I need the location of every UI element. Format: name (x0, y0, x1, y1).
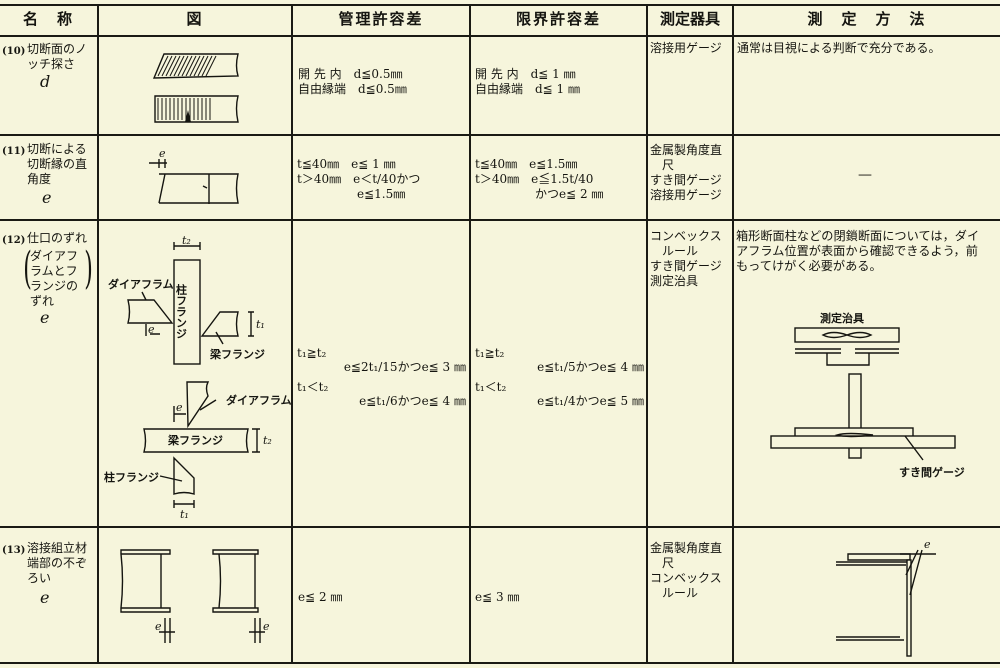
item-name-bracket: ( (23, 243, 32, 294)
e-label: e (155, 620, 162, 633)
edge-alignment-figure: e (836, 538, 936, 657)
notch-depth-figure (152, 53, 239, 123)
limit-tolerance: e≦ 3 ㎜ (475, 590, 520, 604)
item-name-bracket: ) (84, 243, 93, 294)
method: — (858, 167, 872, 183)
gap-gauge-label: すき間ゲージ (899, 465, 965, 479)
t2-label: t₂ (263, 434, 272, 447)
column-flange-shape (173, 456, 195, 495)
e-label: e (924, 538, 931, 551)
row-number: (11) (2, 146, 26, 157)
col-divider (469, 4, 471, 664)
item-symbol: d (40, 72, 51, 91)
diaphragm-shape (186, 381, 210, 429)
control-tolerance: 開 先 内 d≦0.5㎜ 自由縁端 d≦0.5㎜ (298, 67, 407, 96)
limit-tolerance: 開 先 内 d≦ 1 ㎜ 自由縁端 d≦ 1 ㎜ (475, 67, 581, 96)
col-divider (732, 4, 734, 664)
row-number: (12) (2, 235, 26, 246)
control-condition: t₁≧t₂ t₁＜t₂ (297, 346, 329, 394)
e-label: e (159, 147, 166, 160)
header-instrument: 測定器具 (659, 10, 720, 28)
cut-squareness-figure: e (149, 147, 239, 204)
end-mismatch-figure: e e (120, 549, 270, 643)
col-divider (97, 4, 99, 664)
table-border-bottom (0, 662, 1000, 664)
row-divider (0, 219, 1000, 221)
item-name: 切断面のノ ッチ探さ (27, 42, 88, 71)
header-divider (0, 35, 1000, 37)
header-figure: 図 (186, 10, 204, 28)
header-limit-tolerance: 限界許容差 (515, 10, 601, 28)
instrument: 金属製角度直 尺 すき間ゲージ 溶接用ゲージ (650, 143, 723, 202)
diaphragm-shape (127, 299, 174, 324)
beam-flange-label: 梁フランジ (209, 347, 265, 361)
member-left (120, 549, 171, 613)
joint-misalignment-figure: t₂ 柱フランジ ダイアフラム e t₁ 梁フランジ ダイアフラム e 梁フラン… (104, 234, 292, 521)
item-name: 切断による 切断縁の直 角度 (27, 142, 88, 186)
jig-label: 測定治具 (820, 311, 864, 325)
instrument: コンベックス ルール すき間ゲージ 測定治具 (650, 229, 722, 288)
item-symbol: e (42, 188, 52, 207)
diaphragm-label: ダイアフラム (226, 393, 292, 407)
diaphragm-label: ダイアフラム (108, 277, 174, 291)
item-name-sub: ダイアフ ラムとフ ランジの ずれ (30, 249, 79, 308)
col-divider (291, 4, 293, 664)
item-symbol: e (40, 308, 50, 327)
e-label: e (176, 401, 183, 414)
limit-tolerance: t≦40㎜ e≦1.5㎜ t＞40㎜ e≦1.5t/40 かつe≦ 2 ㎜ (475, 157, 604, 201)
header-name: 名 称 (22, 10, 74, 28)
control-tolerance: t≦40㎜ e≦ 1 ㎜ t＞40㎜ e＜t/40かつ e≦1.5㎜ (297, 157, 421, 201)
member-right (212, 549, 259, 613)
item-name: 仕口のずれ (27, 231, 88, 245)
measuring-jig-figure: 測定治具 すき間ゲージ (770, 311, 965, 479)
control-tolerance: e≦ 2 ㎜ (298, 590, 343, 604)
item-name: 溶接組立材 端部の不ぞ ろい (27, 541, 88, 585)
beam-flange-label: 梁フランジ (167, 433, 223, 447)
item-symbol: e (40, 588, 50, 607)
method: 箱形断面柱などの閉鎖断面については，ダイ アフラム位置が表面から確認できるよう，… (736, 229, 980, 273)
row-number: (13) (2, 545, 26, 556)
control-tolerance: e≦2t₁/15かつe≦ 3 ㎜ e≦t₁/6かつe≦ 4 ㎜ (343, 360, 466, 408)
row-divider (0, 526, 1000, 528)
beam-flange-shape (200, 311, 239, 337)
column-flange-label: 柱フランジ (175, 283, 188, 339)
beam-flange (143, 428, 249, 453)
notch-mark (185, 110, 191, 122)
row-number: (10) (2, 46, 26, 57)
method: 通常は目視による判断で充分である。 (737, 41, 941, 55)
col-divider (646, 4, 648, 664)
limit-condition: t₁≧t₂ t₁＜t₂ (475, 346, 507, 394)
t1-label: t₁ (180, 508, 189, 521)
header-method: 測 定 方 法 (807, 10, 927, 28)
row-divider (0, 134, 1000, 136)
column-flange (173, 259, 201, 365)
t1-label: t₁ (256, 318, 265, 331)
t2-label: t₂ (182, 234, 191, 247)
instrument: 金属製角度直 尺 コンベックス ルール (650, 541, 723, 600)
limit-tolerance: e≦t₁/5かつe≦ 4 ㎜ e≦t₁/4かつe≦ 5 ㎜ (537, 360, 644, 408)
header-control-tolerance: 管理許容差 (338, 10, 424, 28)
instrument: 溶接用ゲージ (650, 41, 722, 55)
cut-surface-hatch (157, 55, 217, 77)
e-label: e (148, 323, 155, 336)
column-flange-label: 柱フランジ (104, 470, 159, 484)
e-label: e (263, 620, 270, 633)
table-border-top (0, 4, 1000, 6)
